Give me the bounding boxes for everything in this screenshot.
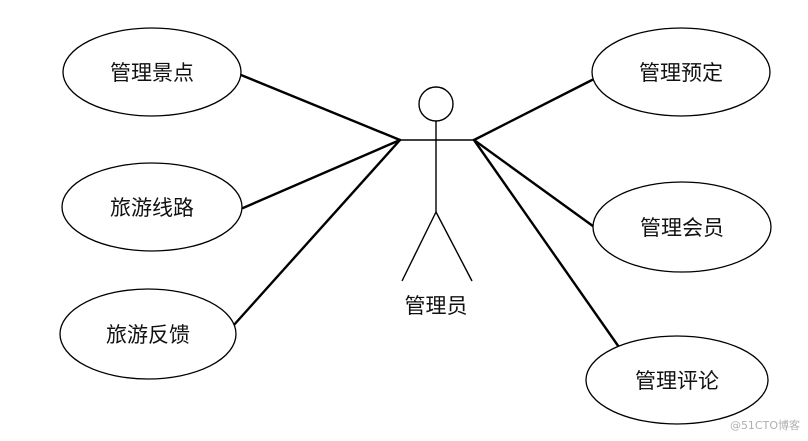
- use-case-manage-bookings: 管理预定: [591, 27, 771, 117]
- association-line-travel-routes: [241, 138, 402, 210]
- use-case-label: 管理预定: [639, 61, 723, 85]
- association-line-manage-bookings: [472, 78, 594, 142]
- actor-administrator: [400, 86, 474, 282]
- use-case-label: 旅游反馈: [106, 323, 190, 347]
- use-case-manage-attractions: 管理景点: [62, 27, 242, 117]
- use-case-label: 管理评论: [635, 369, 719, 393]
- actor-label: 管理员: [405, 294, 468, 318]
- watermark-text: @51CTO博客: [730, 418, 800, 432]
- use-case-label: 管理景点: [110, 61, 194, 85]
- use-case-travel-feedback: 旅游反馈: [59, 288, 237, 380]
- use-case-travel-routes: 旅游线路: [61, 162, 243, 252]
- actor-left-leg: [401, 211, 437, 282]
- actor-head: [418, 86, 454, 122]
- use-case-label: 管理会员: [640, 216, 724, 240]
- association-line-manage-members: [472, 138, 599, 231]
- association-line-manage-reviews: [472, 138, 623, 352]
- association-line-travel-feedback: [231, 138, 402, 328]
- actor-right-leg: [435, 211, 473, 282]
- association-line-manage-attractions: [239, 73, 402, 142]
- use-case-manage-reviews: 管理评论: [585, 335, 769, 425]
- use-case-label: 旅游线路: [110, 196, 194, 220]
- use-case-manage-members: 管理会员: [592, 181, 772, 273]
